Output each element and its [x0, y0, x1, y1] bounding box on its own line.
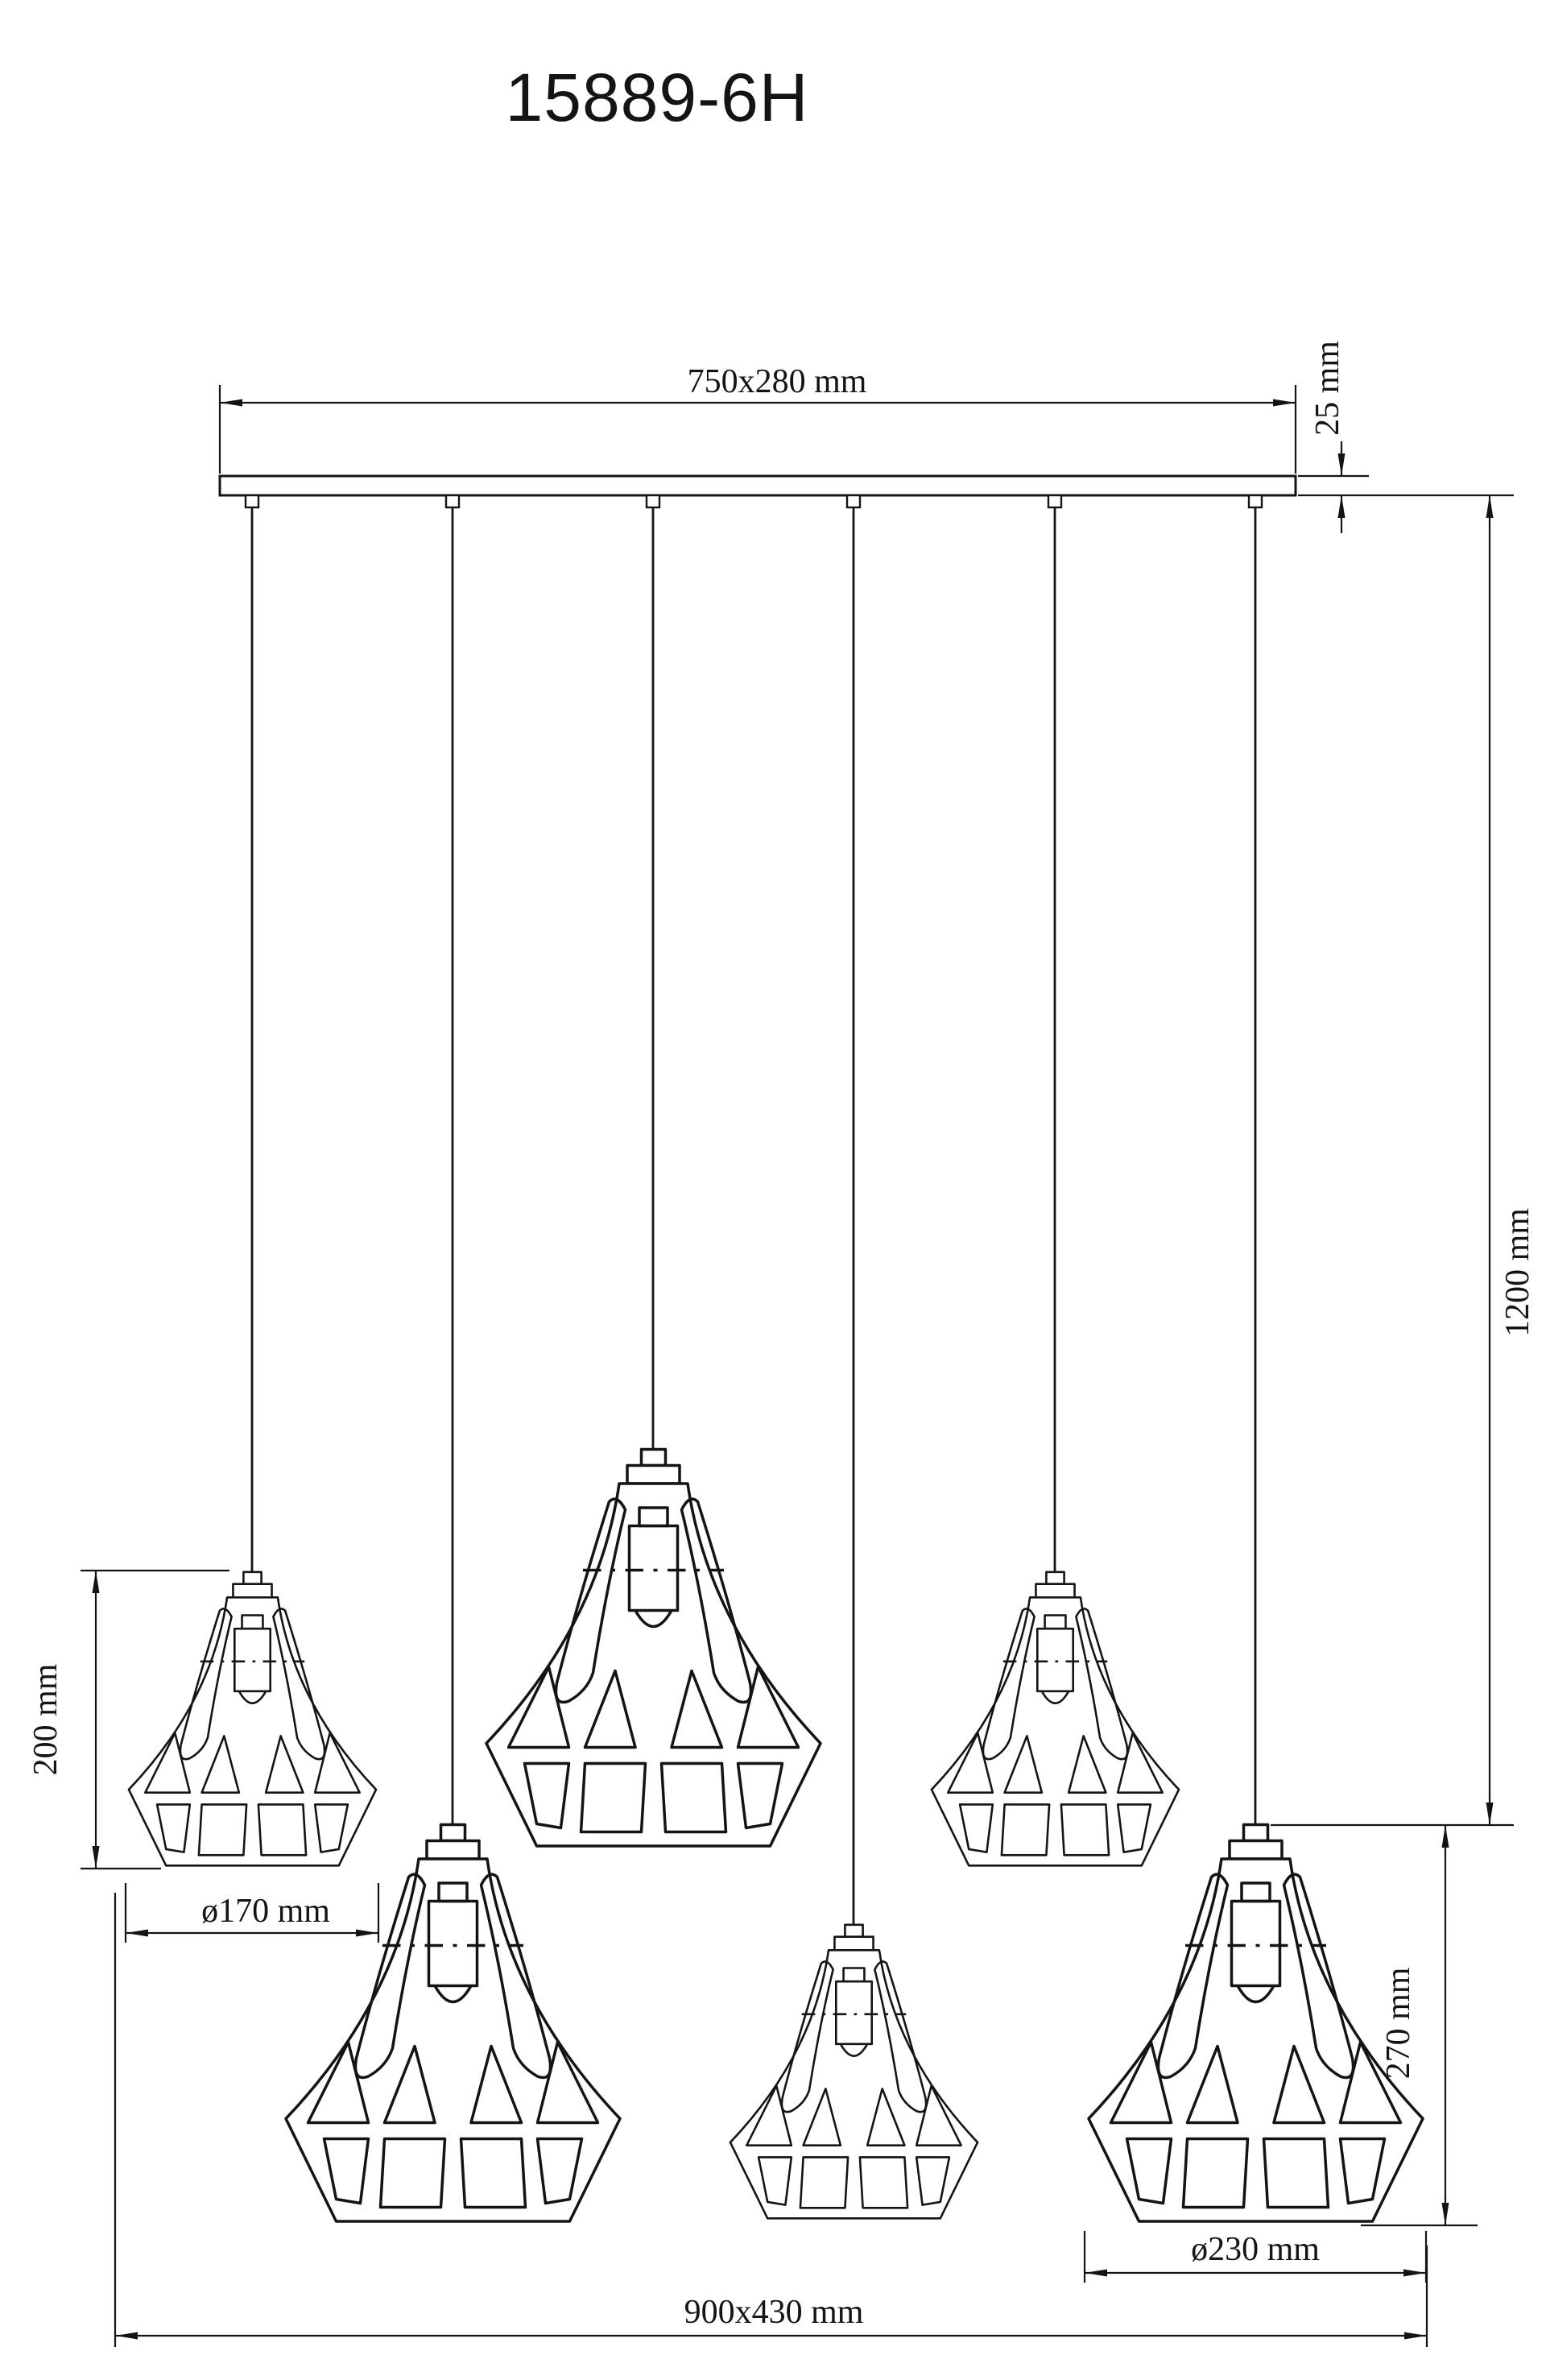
small-shade-height-label: 200 mm [27, 1663, 64, 1775]
dim-small-shade-height: 200 mm [27, 1569, 229, 1870]
suspension-cord [444, 494, 461, 1824]
dim-suspension-drop: 1200 mm [1271, 494, 1536, 1827]
small-shade-diameter-label: ø170 mm [201, 1893, 330, 1930]
suspension-cord [845, 494, 862, 1925]
pendant-shade-small [127, 1571, 378, 1867]
suspension-drop-label: 1200 mm [1499, 1208, 1536, 1337]
model-number-title: 15889-6H [506, 60, 809, 135]
large-shade-diameter-label: ø230 mm [1191, 2231, 1320, 2268]
dim-large-shade-height: 270 mm [1361, 1825, 1478, 2227]
pendant-shade-large [284, 1823, 622, 2223]
suspension-cord [1047, 494, 1063, 1572]
cord-grip [845, 494, 862, 509]
pendant-shade-small [729, 1923, 979, 2220]
suspension-cord [244, 494, 260, 1572]
suspension-cords [244, 494, 1263, 1925]
cord-grip [444, 494, 461, 509]
cord-grip [645, 494, 661, 509]
pendant-shade-large [485, 1447, 822, 1848]
pendant-shade-small [930, 1571, 1180, 1867]
overall-size-label: 900x430 mm [684, 2294, 864, 2331]
ceiling-canopy-bar [218, 474, 1297, 497]
dim-overall-size: 900x430 mm [114, 1893, 1428, 2347]
dim-small-shade-diameter: ø170 mm [124, 1883, 380, 1943]
canopy-size-label: 750x280 mm [688, 363, 867, 400]
suspension-cord [1247, 494, 1263, 1824]
dim-canopy-width: 750x280 mm [218, 363, 1297, 474]
pendant-shade-large [1087, 1823, 1424, 2223]
dim-canopy-thickness: 25 mm [1298, 341, 1369, 533]
canopy-thickness-label: 25 mm [1309, 341, 1346, 436]
cord-grip [1047, 494, 1063, 509]
cord-grip [1247, 494, 1263, 509]
suspension-cord [645, 494, 661, 1449]
large-shade-height-label: 270 mm [1380, 1967, 1417, 2079]
cord-grip [244, 494, 260, 509]
dim-large-shade-diameter: ø230 mm [1083, 2231, 1428, 2283]
